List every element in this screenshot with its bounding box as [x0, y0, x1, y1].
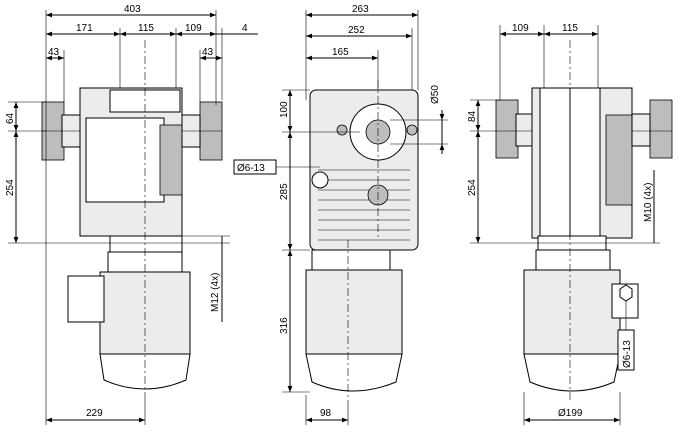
middle-height-motor-label: 316	[279, 317, 290, 334]
middle-cooling-fins	[318, 169, 410, 241]
middle-motor-body	[305, 269, 403, 355]
middle-height-mid-label: 285	[279, 183, 290, 200]
right-housing-half-left	[539, 87, 571, 239]
middle-width-shaft-label: 165	[332, 47, 349, 58]
right-height-mid-label: 254	[467, 179, 478, 196]
right-hole-callout-box	[617, 329, 635, 371]
right-housing-half-right	[569, 87, 601, 239]
right-hole-label: Ø6-13	[622, 340, 633, 368]
middle-overall-width-label: 263	[352, 4, 369, 15]
middle-motor-flange	[311, 249, 391, 273]
left-height-top-label: 64	[5, 112, 16, 124]
left-sprocket-right	[181, 101, 223, 161]
middle-width-inner-label: 252	[348, 25, 365, 36]
middle-height-top-label: 100	[279, 101, 290, 118]
left-overall-width-label: 403	[124, 4, 141, 15]
right-bottom-dia-label: Ø199	[558, 408, 583, 419]
right-motor-fan-cover	[523, 353, 621, 392]
left-seg-a-label: 171	[76, 23, 93, 34]
left-view: 403 171 115 109 4 43 43 64 254 M12 (4x) …	[5, 4, 258, 425]
left-sprocket-left	[41, 101, 81, 161]
right-view: 109 115 84 254 M10 (4x) Ø6-13 Ø199	[467, 23, 673, 425]
right-motor-body	[523, 269, 621, 355]
left-seg-c-label: 109	[185, 23, 202, 34]
left-height-mid-label: 254	[5, 179, 16, 196]
left-thread-label: M12 (4x)	[210, 273, 221, 312]
left-gearbox-base	[109, 235, 183, 253]
middle-view: 263 252 165 Ø50 100 285 316 Ø6-13 98	[233, 4, 448, 425]
left-seg-b-label: 115	[138, 23, 154, 34]
middle-bottom-width-label: 98	[320, 408, 332, 419]
right-thread-label: M10 (4x)	[643, 183, 654, 222]
middle-bolt-right	[406, 124, 418, 136]
middle-breather	[311, 171, 329, 189]
middle-hole-label: Ø6-13	[237, 163, 265, 174]
left-seg-d-label: 4	[242, 23, 248, 34]
left-side-ribs	[159, 124, 183, 196]
left-flange-left-label: 43	[48, 47, 60, 58]
right-seg-b-label: 115	[562, 23, 578, 34]
left-bottom-width-label: 229	[86, 408, 103, 419]
right-height-top-label: 84	[467, 110, 478, 122]
left-motor-terminal	[67, 275, 105, 323]
middle-shaft-dia-label: Ø50	[430, 85, 441, 104]
right-sprocket-right	[631, 99, 673, 159]
right-hole-marker	[619, 284, 633, 302]
right-sprocket-left	[495, 99, 533, 159]
middle-motor-fan-cover	[305, 353, 403, 392]
left-terminal-box	[85, 117, 165, 203]
right-seg-a-label: 109	[512, 23, 529, 34]
middle-bolt-left	[336, 124, 348, 136]
left-flange-right-label: 43	[202, 47, 214, 58]
right-side-ribs	[605, 114, 633, 206]
right-motor-flange	[535, 249, 611, 273]
